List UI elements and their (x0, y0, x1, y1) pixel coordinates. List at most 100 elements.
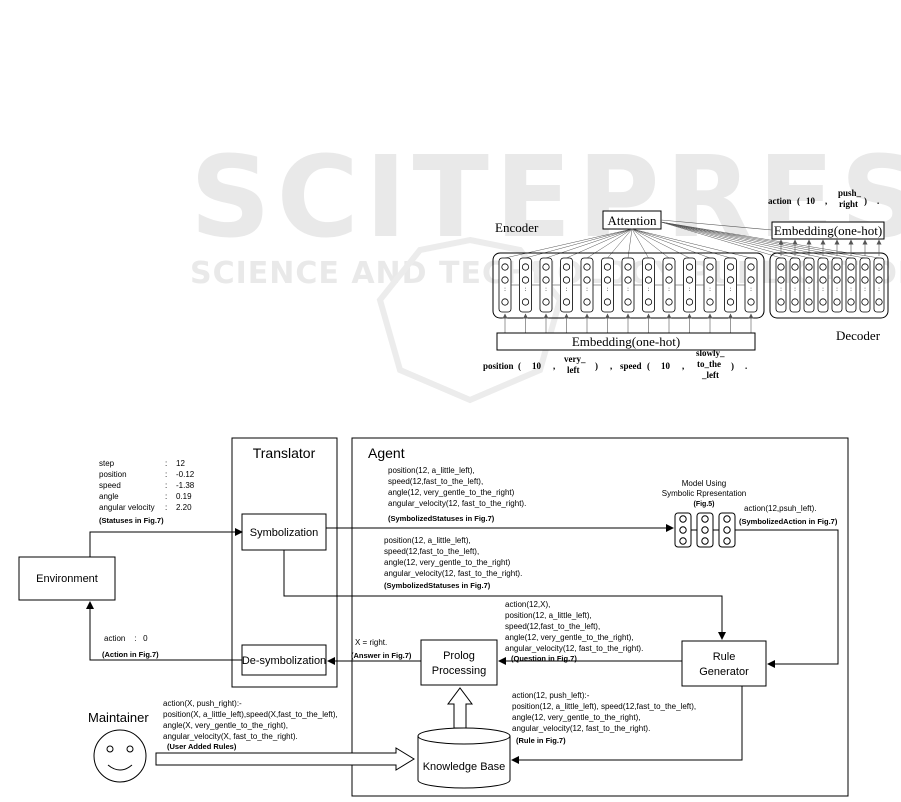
svg-text::: : (627, 286, 629, 293)
decoder-cells: :::::::: (775, 239, 885, 313)
status-name: position (99, 470, 127, 479)
svg-text::: : (709, 286, 711, 293)
desymbolization-label: De-symbolization (242, 655, 326, 667)
svg-text::: : (878, 286, 880, 293)
lstm-cell: : (519, 257, 532, 313)
code-line: angular_velocity(X, fast_to_the_right). (163, 732, 298, 741)
dec-token: action (768, 196, 792, 206)
decoder-output-tokens: action ( 10 , push_ right ) . (768, 188, 879, 209)
attention-line (660, 221, 810, 259)
user-rules-arrow (155, 747, 415, 771)
seq2seq-diagram: Encoder Attention Embedding(one-hot) :::… (483, 188, 889, 380)
model-to-rule-generator (735, 529, 839, 668)
prolog-box (420, 639, 498, 686)
enc-token: , (682, 361, 684, 371)
code-line: angular_velocity(12, fast_to_the_right). (384, 569, 522, 578)
maintainer-face-icon (93, 729, 147, 783)
symbolized-statuses-top: position(12, a_little_left), speed(12,fa… (388, 466, 526, 523)
dec-token: . (877, 196, 879, 206)
prolog-label-2: Processing (432, 665, 486, 677)
kb-to-prolog-arrow (447, 687, 473, 729)
svg-text::: : (165, 481, 167, 490)
lstm-cell: : (873, 257, 885, 313)
rule-generator-to-kb (511, 686, 743, 764)
lstm-cell: : (498, 257, 512, 313)
dec-token: 10 (806, 196, 816, 206)
env-to-symbolization (89, 528, 243, 557)
enc-token: 10 (661, 361, 671, 371)
enc-token: slowly_ (696, 348, 725, 358)
code-line: position(X, a_little_left),speed(X,fast_… (163, 710, 338, 719)
code-line: angle(12, very_gentle_to_the_right), (512, 713, 641, 722)
lstm-cell: : (601, 257, 614, 313)
lstm-cell: : (621, 257, 635, 313)
lstm-cell: : (580, 257, 594, 313)
system-diagram: Translator Agent Environment Symbolizati… (18, 437, 849, 797)
attention-line (660, 221, 782, 259)
code-line: angle(12, very_gentle_to_the_right) (384, 558, 511, 567)
status-name: step (99, 459, 115, 468)
encoder-cells: ::::::::::::: (498, 257, 758, 333)
lstm-cell: : (744, 257, 758, 313)
rule-block: action(12, push_left):- position(12, a_l… (512, 691, 696, 745)
desymbolization-box (241, 644, 327, 676)
enc-token: , (610, 361, 612, 371)
svg-text::: : (780, 286, 782, 293)
dec-token: ( (797, 196, 800, 206)
code-line: angular_velocity(12, fast_to_the_right). (512, 724, 650, 733)
attention-line (660, 221, 880, 259)
lstm-cell: : (724, 257, 737, 313)
lstm-cell: : (662, 257, 676, 313)
svg-text::: : (565, 286, 567, 293)
enc-token: , (553, 361, 555, 371)
svg-text::: : (822, 286, 824, 293)
code-line: angular_velocity(12, fast_to_the_right). (505, 644, 643, 653)
user-rules-block: action(X, push_right):- position(X, a_li… (163, 699, 338, 751)
svg-text::: : (808, 286, 810, 293)
code-line: position(12, a_little_left), (505, 611, 592, 620)
connectors (86, 524, 839, 764)
code-line: action(X, push_right):- (163, 699, 242, 708)
encoder-label: Encoder (495, 220, 539, 235)
enc-token: ( (518, 361, 521, 371)
model-fig-ref: (Fig.5) (694, 501, 715, 508)
environment-box (18, 556, 116, 601)
agent-title: Agent (368, 445, 405, 461)
lstm-cell: : (560, 257, 573, 313)
statuses-caption: (Statuses in Fig.7) (99, 516, 164, 525)
caption: (Rule in Fig.7) (516, 736, 566, 745)
enc-token: ) (595, 361, 598, 371)
maintainer-label: Maintainer (88, 710, 149, 725)
enc-token: ( (647, 361, 650, 371)
enc-token: _left (701, 370, 719, 380)
env-action-caption: (Action in Fig.7) (102, 650, 159, 659)
status-value: -1.38 (176, 481, 195, 490)
attention-label: Attention (607, 213, 657, 228)
caption: (Question in Fig.7) (511, 654, 577, 663)
action-caption: (SymbolizedAction in Fig.7) (739, 517, 838, 526)
attention-line (660, 221, 824, 259)
status-name: angular velocity (99, 503, 155, 512)
rule-generator-label-1: Rule (713, 651, 736, 663)
environment-label: Environment (36, 573, 98, 585)
dec-token: push_ (838, 188, 862, 198)
svg-text::: : (606, 286, 608, 293)
dec-token: right (839, 199, 858, 209)
model-label-1: Model Using (682, 479, 726, 488)
lstm-cell: : (539, 257, 553, 313)
svg-text::: : (688, 286, 690, 293)
status-value: 0.19 (176, 492, 192, 501)
svg-text::: : (524, 286, 526, 293)
encoder-embedding-box (496, 332, 756, 351)
enc-token: very_ (564, 354, 586, 364)
desymbolization-to-env (86, 601, 242, 661)
symbolization-box (241, 513, 327, 551)
code-line: action(12,X), (505, 600, 550, 609)
attention-line (660, 221, 796, 259)
action-text: action(12,psuh_left). (744, 504, 817, 513)
lstm-cell: : (789, 257, 801, 313)
svg-text::: : (794, 286, 796, 293)
decoder-embedding-box (771, 221, 885, 240)
